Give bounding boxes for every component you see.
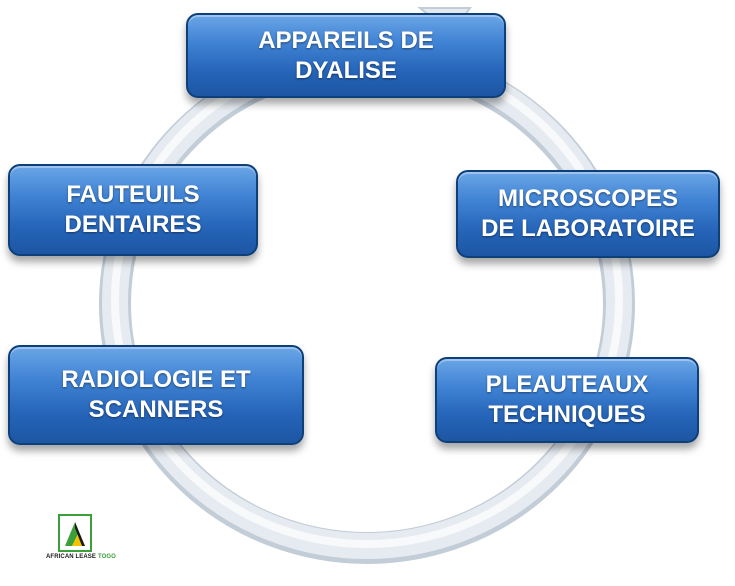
logo-text-part1: AFRICAN LEASE	[46, 554, 96, 560]
node-label: APPAREILS DE DYALISE	[258, 26, 434, 84]
node-appareils-de-dyalise: APPAREILS DE DYALISE	[186, 13, 506, 98]
logo-text-part2: TOGO	[97, 554, 116, 560]
logo-mark-icon	[58, 514, 92, 552]
node-radiologie-et-scanners: RADIOLOGIE ET SCANNERS	[8, 345, 304, 445]
node-label: RADIOLOGIE ET SCANNERS	[61, 366, 251, 423]
node-pleauteaux-techniques: PLEAUTEAUX TECHNIQUES	[435, 357, 699, 443]
ring-highlight	[111, 52, 623, 548]
node-label: PLEAUTEAUX TECHNIQUES	[485, 371, 649, 428]
node-microscopes-de-laboratoire: MICROSCOPES DE LABORATOIRE	[456, 170, 720, 258]
logo-a-dark	[75, 522, 85, 546]
node-fauteuils-dentaires: FAUTEUILS DENTAIRES	[8, 164, 258, 256]
node-label: FAUTEUILS DENTAIRES	[64, 181, 202, 238]
node-label: MICROSCOPES DE LABORATOIRE	[481, 185, 695, 242]
